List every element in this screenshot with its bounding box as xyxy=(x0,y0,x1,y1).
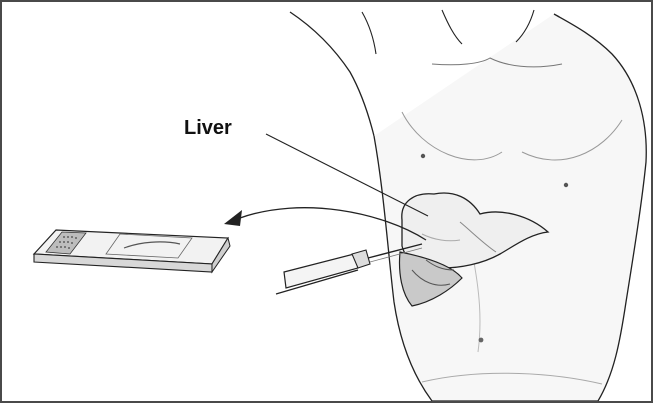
microscope-slide-icon xyxy=(34,230,230,272)
raised-arm-icon xyxy=(290,12,376,136)
liver-label: Liver xyxy=(184,117,232,139)
